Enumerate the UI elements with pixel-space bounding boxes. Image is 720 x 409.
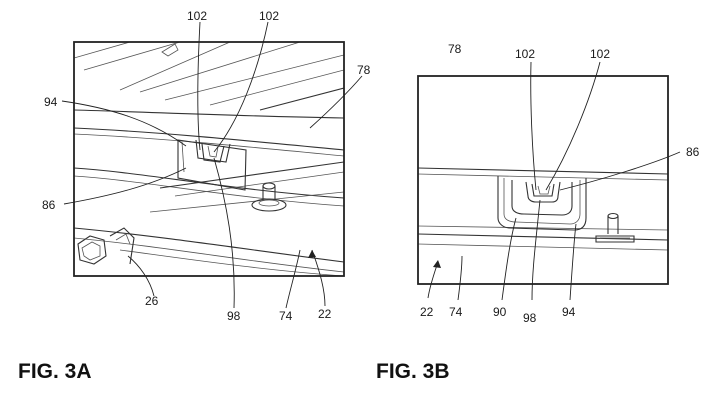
label-98-b: 98 — [523, 311, 537, 325]
label-74-b: 74 — [449, 305, 463, 319]
label-102-left: 102 — [187, 9, 207, 23]
label-94: 94 — [44, 95, 58, 109]
label-94-b: 94 — [562, 305, 576, 319]
label-90-b: 90 — [493, 305, 507, 319]
figure-3a-frame — [74, 42, 344, 276]
figure-3b-caption: FIG. 3B — [376, 360, 450, 383]
label-86-b: 86 — [686, 145, 700, 159]
label-102-right: 102 — [259, 9, 279, 23]
figure-3a-drawing — [74, 42, 344, 276]
arrowhead-22-a — [308, 250, 316, 258]
label-78: 78 — [357, 63, 371, 77]
label-102-right-b: 102 — [590, 47, 610, 61]
label-22-b: 22 — [420, 305, 434, 319]
label-78-b: 78 — [448, 42, 462, 56]
label-74: 74 — [279, 309, 293, 323]
figure-3b: 78 102 102 86 22 74 90 98 94 FIG. 3B — [376, 42, 700, 383]
label-102-left-b: 102 — [515, 47, 535, 61]
figure-3b-drawing — [418, 168, 668, 250]
figure-3a: 102 102 78 94 86 26 98 74 22 FIG. 3A — [18, 9, 371, 383]
label-86: 86 — [42, 198, 56, 212]
label-98: 98 — [227, 309, 241, 323]
figure-3b-frame — [418, 76, 668, 284]
arrowhead-22-b — [433, 260, 441, 268]
figure-3a-caption: FIG. 3A — [18, 360, 92, 383]
label-26: 26 — [145, 294, 159, 308]
label-22: 22 — [318, 307, 332, 321]
